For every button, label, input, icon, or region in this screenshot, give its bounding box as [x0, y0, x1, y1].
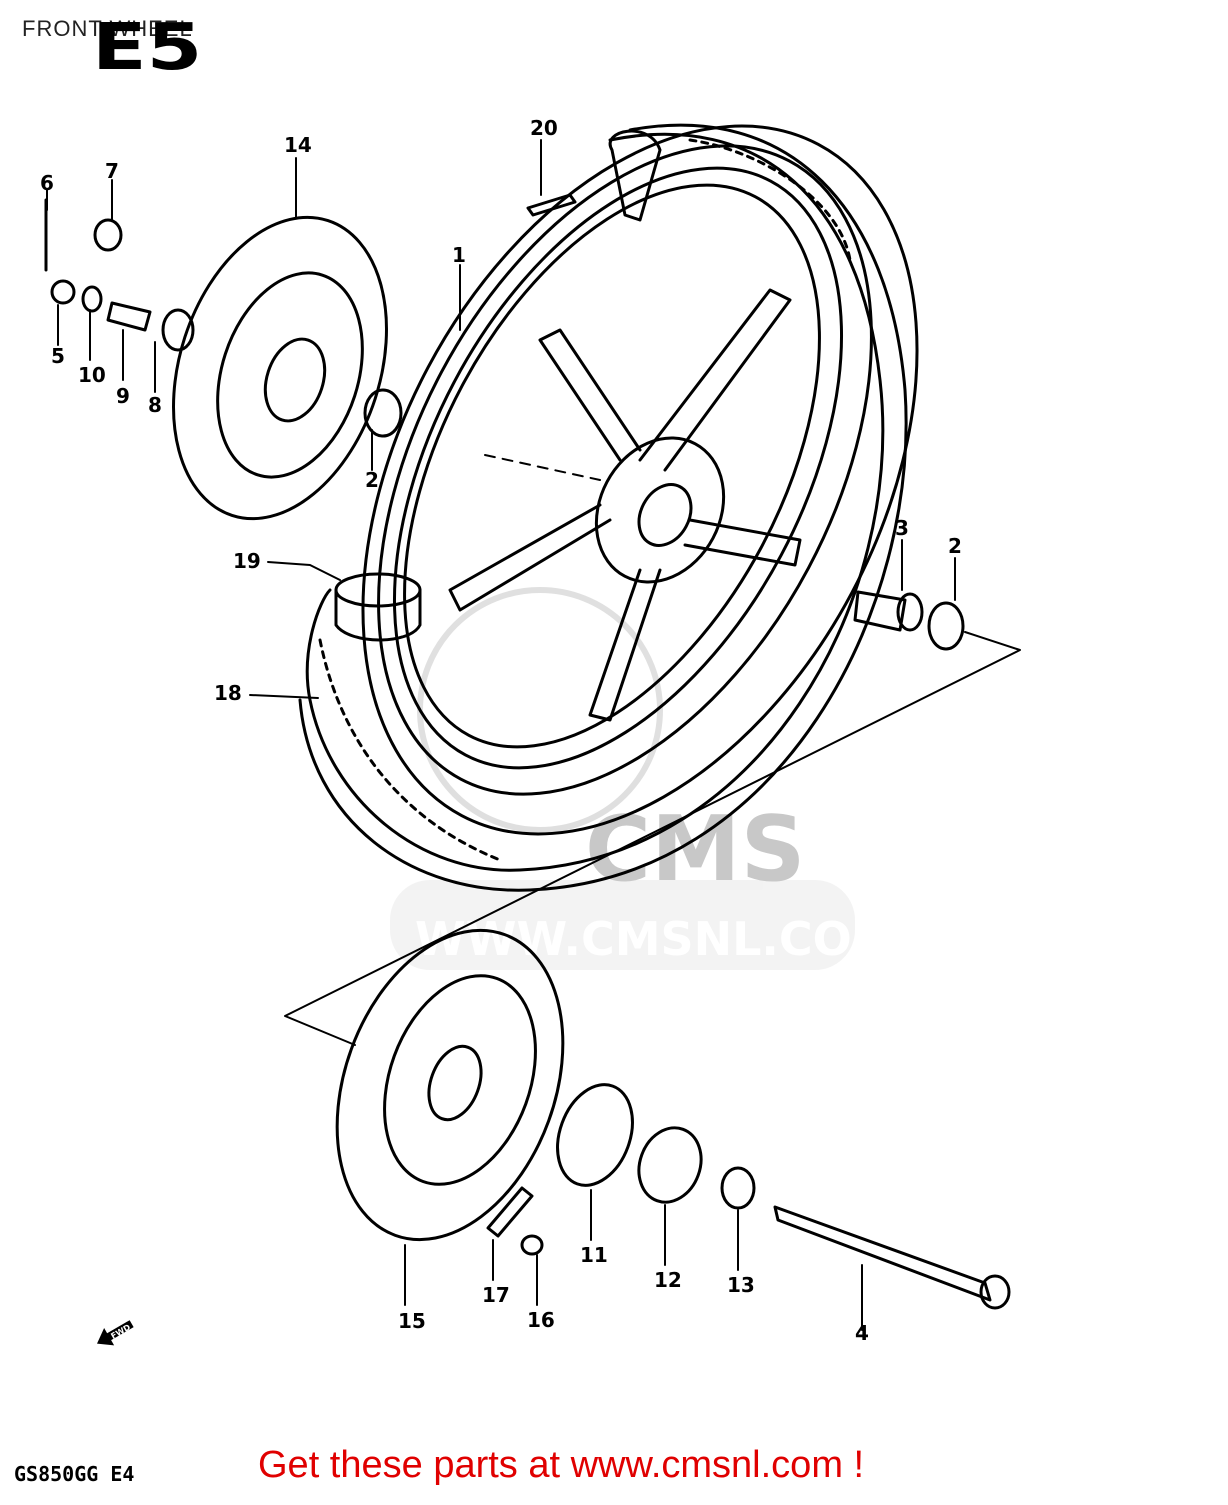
exploded-guide-line: [284, 631, 1021, 1046]
tube-valve-part: [334, 572, 422, 642]
callout-15: 15: [398, 1309, 426, 1333]
callout-14: 14: [284, 133, 312, 157]
bolt-part-16: [520, 1234, 544, 1256]
front-axle-part-4: [773, 1205, 1011, 1310]
callout-6: 6: [40, 171, 54, 195]
gear-box-seal-11: [556, 1083, 634, 1187]
bearing-part-2-left: [363, 388, 403, 438]
callout-leader-lines: [46, 139, 956, 1331]
washer-part-10: [81, 285, 103, 313]
brake-disc-lower: [335, 928, 565, 1242]
wheel-hub: [594, 436, 726, 584]
spacer-part-9: [106, 301, 152, 332]
callout-11: 11: [580, 1243, 608, 1267]
callout-10: 10: [78, 363, 106, 387]
callout-12: 12: [654, 1268, 682, 1292]
watermark-url: WWW.CMSNL.COM: [415, 912, 898, 966]
callout-3: 3: [895, 516, 909, 540]
wheel-spokes: [448, 288, 802, 722]
spacer-part-13: [720, 1166, 756, 1210]
callout-4: 4: [855, 1321, 869, 1345]
rim-band: [526, 193, 577, 217]
callout-numbers: 1 2 2 3 4 5 6 7 8 9 10 11 12 13 14 15 16…: [40, 116, 962, 1345]
bearing-part-2-right: [927, 601, 965, 651]
wheel-rim: [361, 124, 919, 836]
callout-20: 20: [530, 116, 558, 140]
nut-part-7: [93, 218, 123, 252]
front-tire: [298, 123, 908, 892]
forward-direction-marker: FWD: [97, 1320, 134, 1346]
callout-16: 16: [527, 1308, 555, 1332]
seal-part-8: [161, 308, 195, 352]
callout-17: 17: [482, 1283, 510, 1307]
svg-text:FWD: FWD: [109, 1322, 132, 1340]
inner-tube: [608, 129, 662, 222]
callout-13: 13: [727, 1273, 755, 1297]
speedometer-gearbox-12: [637, 1126, 703, 1204]
callout-1: 1: [452, 243, 466, 267]
spacer-part-3: [853, 590, 924, 632]
nut-part-5: [50, 279, 76, 305]
lock-plate-17: [486, 1186, 534, 1238]
brake-disc-upper: [172, 215, 388, 521]
callout-7: 7: [105, 159, 119, 183]
callout-2-right: 2: [948, 534, 962, 558]
diagram-title: FRONT WHEEL: [22, 16, 193, 41]
get-parts-link[interactable]: Get these parts at www.cmsnl.com !: [258, 1444, 865, 1486]
callout-19: 19: [233, 549, 261, 573]
callout-9: 9: [116, 384, 130, 408]
model-code: GS850GG E4: [14, 1462, 135, 1486]
callout-18: 18: [214, 681, 242, 705]
callout-2-left: 2: [365, 468, 379, 492]
callout-5: 5: [51, 344, 65, 368]
section-code: E5: [92, 11, 203, 85]
callout-8: 8: [148, 393, 162, 417]
